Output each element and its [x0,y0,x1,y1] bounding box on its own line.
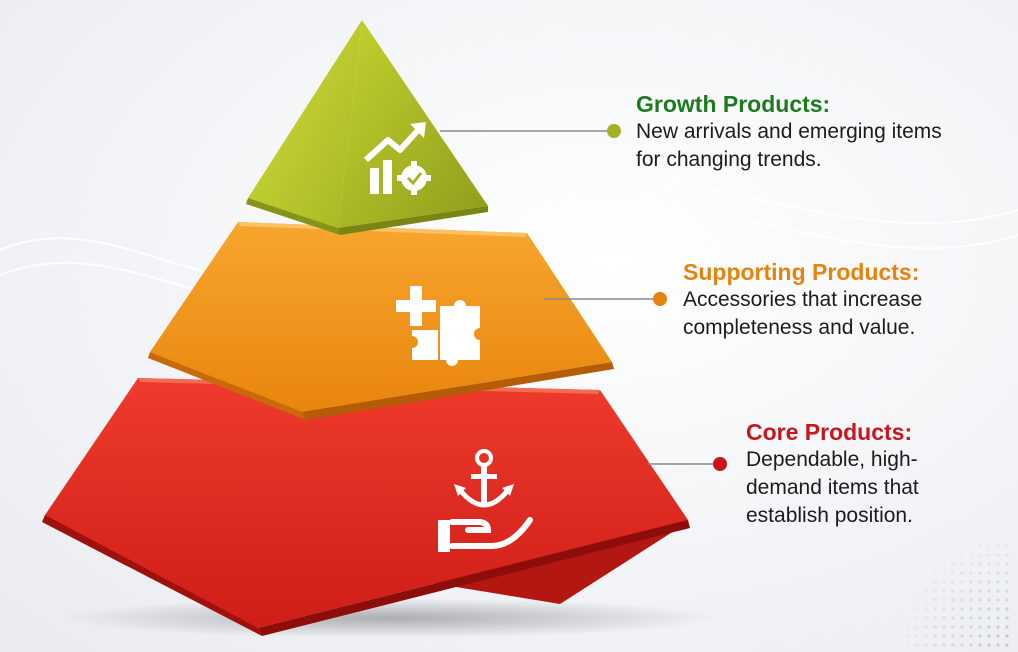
dot-pattern [906,544,1009,647]
connector-supporting-dot [653,292,667,306]
pyramid-shadow [60,598,720,638]
core-products-description: Dependable, high-demand items that estab… [746,448,919,527]
growth-products-description: New arrivals and emerging items for chan… [636,120,942,171]
growth-products-title: Growth Products: [636,91,831,117]
supporting-products-description: Accessories that increase completeness a… [683,288,923,339]
growth-products-label: Growth Products: New arrivals and emergi… [636,90,966,174]
core-products-title: Core Products: [746,419,913,445]
pyramid-tier-core [42,378,690,636]
growth-chart-gear-check-icon [363,122,431,195]
pyramid-tier-growth [246,20,488,235]
plus-puzzle-icon [396,286,480,366]
connector-growth-dot [607,124,621,138]
connector-growth [440,124,621,138]
supporting-products-label: Supporting Products: Accessories that in… [683,258,983,342]
connector-core [648,457,727,471]
core-products-label: Core Products: Dependable, high-demand i… [746,418,976,530]
supporting-products-title: Supporting Products: [683,259,920,285]
anchor-hand-icon [438,449,533,552]
pyramid-tier-supporting [148,222,614,420]
connector-supporting [544,292,667,306]
connector-core-dot [713,457,727,471]
